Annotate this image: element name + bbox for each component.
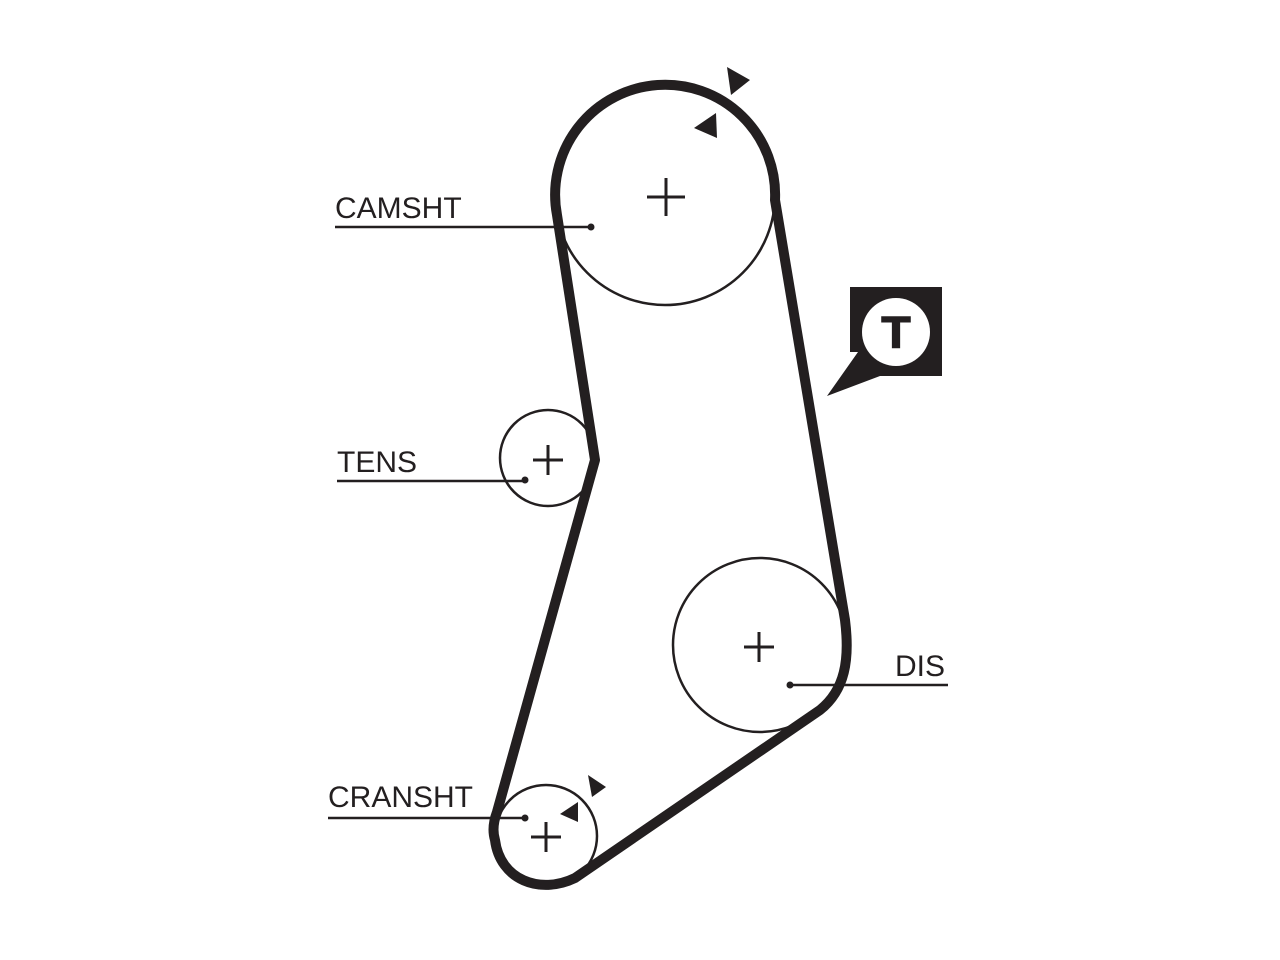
crankshaft-leader <box>328 814 529 822</box>
camshaft-outer-arrow-icon <box>727 67 750 95</box>
tensioner-center-cross <box>533 445 563 475</box>
camshaft-label: CAMSHT <box>335 192 462 225</box>
distributor-center-cross <box>744 632 774 662</box>
camshaft-center-cross <box>647 178 685 216</box>
timing-belt <box>488 79 852 890</box>
tensioner-leader <box>337 476 529 484</box>
camshaft-inner-arrow-icon <box>694 113 717 138</box>
camshaft-leader <box>335 223 595 231</box>
distributor-label: DIS <box>895 650 945 683</box>
crankshaft-center-cross <box>531 822 561 852</box>
distributor-leader <box>786 681 948 689</box>
tensioner-label: TENS <box>337 446 417 479</box>
crankshaft-label: CRANSHT <box>328 781 473 814</box>
tensioner-badge: T <box>827 287 942 396</box>
crankshaft-inner-arrow-icon <box>560 802 578 822</box>
crankshaft-outer-arrow-icon <box>588 775 606 797</box>
tensioner-badge-letter: T <box>881 308 911 359</box>
